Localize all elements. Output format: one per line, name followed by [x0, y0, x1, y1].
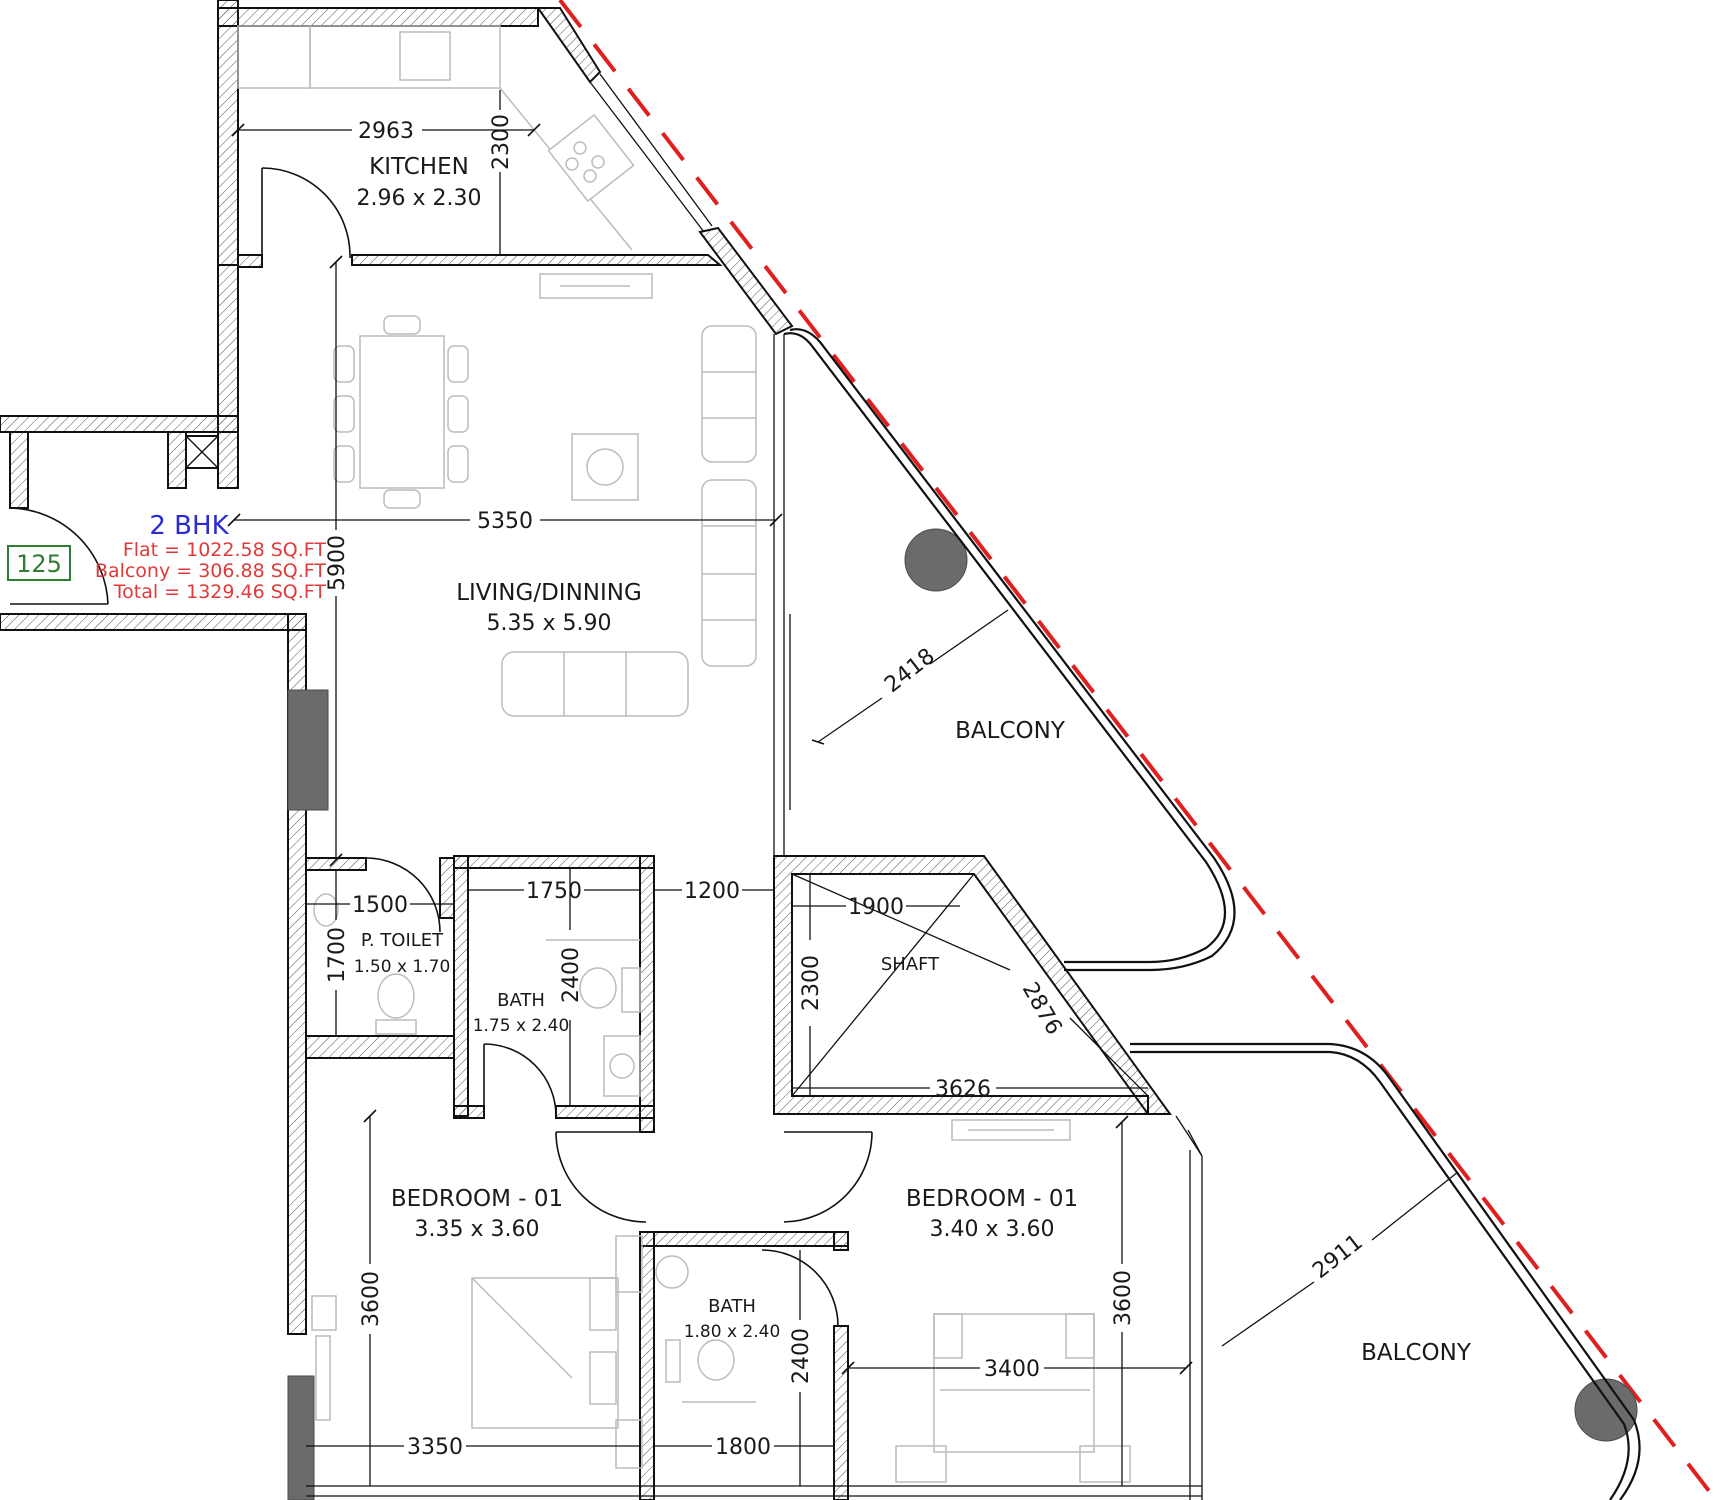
walls [0, 0, 1172, 1500]
unit-number-box [7, 545, 71, 581]
doors [9, 167, 873, 1327]
dim-shaft-depth: 2300 [799, 955, 824, 1011]
site-boundary-line [558, 0, 1716, 1500]
p-toilet-size: 1.50 x 1.70 [354, 957, 451, 977]
column [287, 689, 329, 811]
dim-shaft-width: 1900 [848, 895, 904, 920]
dim-bedroom-1-depth: 3600 [359, 1271, 384, 1327]
dim-shaft-base: 3626 [935, 1077, 991, 1102]
bedroom-1-label: BEDROOM - 01 [391, 1186, 563, 1212]
dim-bedroom-1-width: 3350 [407, 1435, 463, 1460]
dim-corridor-width: 1200 [684, 879, 740, 904]
glazing [306, 73, 1203, 1500]
dim-living-width: 5350 [477, 509, 533, 534]
bedroom-2-label: BEDROOM - 01 [906, 1186, 1078, 1212]
column [904, 528, 968, 592]
bath-1-size: 1.75 x 2.40 [473, 1016, 570, 1036]
kitchen-label: KITCHEN [369, 154, 469, 180]
bath-1-label: BATH [497, 990, 545, 1011]
dim-bath-2-depth: 2400 [789, 1328, 814, 1384]
shaft-label: SHAFT [881, 954, 940, 975]
bedroom-1-size: 3.35 x 3.60 [415, 1217, 540, 1242]
living-label: LIVING/DINNING [456, 580, 642, 606]
living-size: 5.35 x 5.90 [487, 611, 612, 636]
dim-balcony-1-depth: 2418 [880, 644, 940, 698]
dim-bedroom-2-width: 3400 [984, 1357, 1040, 1382]
balcony-outline [783, 328, 1641, 1500]
bath-2-label: BATH [708, 1296, 756, 1317]
flat-area: Flat = 1022.58 SQ.FT [123, 539, 327, 561]
dim-bath-2-width: 1800 [715, 1435, 771, 1460]
dim-kitchen-depth: 2300 [489, 114, 514, 170]
balcony-2-label: BALCONY [1361, 1340, 1472, 1366]
dim-balcony-2-depth: 2911 [1308, 1230, 1368, 1284]
total-area: Total = 1329.46 SQ.FT [113, 581, 327, 603]
balcony-1-label: BALCONY [955, 718, 1066, 744]
unit-number: 125 [16, 550, 62, 578]
dim-bath-1-depth: 2400 [559, 947, 584, 1003]
dimension-lines [227, 90, 1459, 1486]
column [287, 1375, 315, 1500]
balcony-area: Balcony = 306.88 SQ.FT [95, 560, 326, 582]
furniture [237, 25, 1131, 1483]
dim-toilet-depth: 1700 [325, 927, 350, 983]
dim-bedroom-2-depth: 3600 [1111, 1270, 1136, 1326]
dim-living-depth: 5900 [325, 535, 350, 591]
dim-toilet-width: 1500 [352, 893, 408, 918]
kitchen-size: 2.96 x 2.30 [357, 186, 482, 211]
dim-kitchen-width: 2963 [358, 119, 414, 144]
bedroom-2-size: 3.40 x 3.60 [930, 1217, 1055, 1242]
unit-type-title: 2 BHK [149, 511, 229, 541]
dim-bath-1-width: 1750 [526, 879, 582, 904]
p-toilet-label: P. TOILET [361, 930, 444, 951]
bath-2-size: 1.80 x 2.40 [684, 1322, 781, 1342]
